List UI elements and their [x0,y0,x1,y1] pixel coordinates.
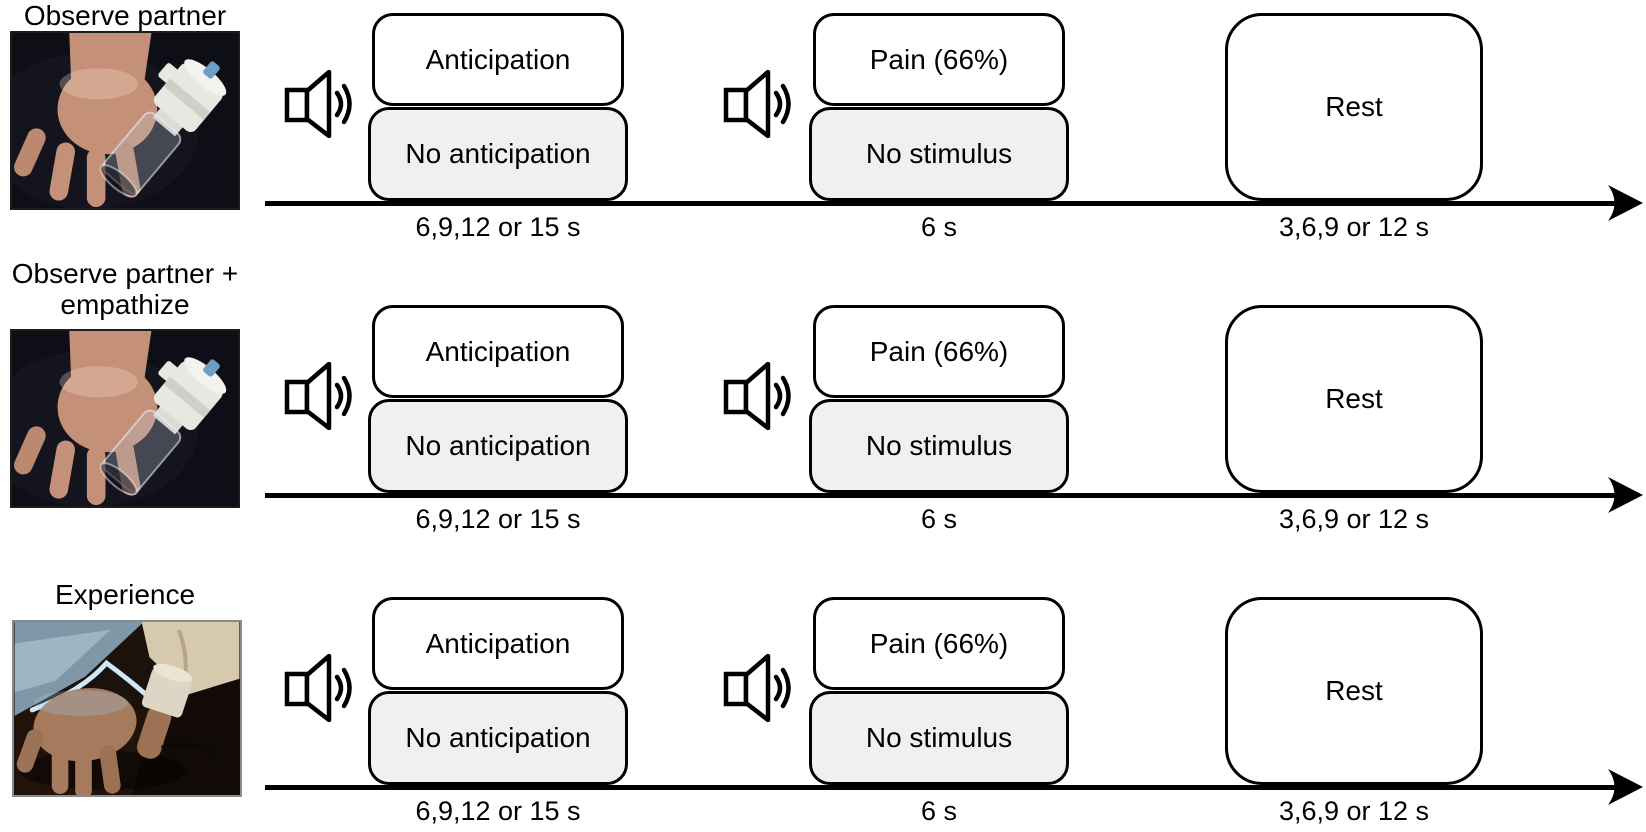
speaker-icon [723,654,791,722]
condition-label-line1: Observe partner + [11,258,239,289]
stimulus-duration-label: 6 s [920,796,958,826]
no-stimulus-box: No stimulus [809,107,1069,201]
hand-with-pain-cuff-illustration [14,622,240,795]
rest-duration-label: 3,6,9 or 12 s [1278,504,1430,534]
timeline-line [265,785,1615,790]
anticipation-duration-label: 6,9,12 or 15 s [415,796,581,826]
rest-duration-label: 3,6,9 or 12 s [1278,212,1430,242]
pain-box: Pain (66%) [813,305,1065,398]
anticipation-box: Anticipation [372,597,624,690]
no-stimulus-box: No stimulus [809,399,1069,493]
anticipation-duration-label: 6,9,12 or 15 s [415,504,581,534]
speaker-icon [284,70,352,138]
hand-with-pressure-device-illustration [12,33,238,208]
condition-label: Observe partner + empathize [0,258,250,320]
rest-box: Rest [1225,597,1483,785]
hand-with-pressure-device-illustration [12,331,238,506]
anticipation-box: Anticipation [372,305,624,398]
rest-box: Rest [1225,305,1483,493]
timeline-arrowhead [1608,185,1643,221]
condition-row-experience: Experience [0,579,1646,832]
condition-label: Observe partner [0,0,250,31]
condition-label: Experience [0,579,250,610]
stimulus-duration-label: 6 s [920,504,958,534]
no-anticipation-box: No anticipation [368,107,628,201]
own-hand-photo [12,620,242,797]
condition-label-line1: Observe partner [23,0,227,31]
condition-label-line1: Experience [54,579,196,610]
no-stimulus-box: No stimulus [809,691,1069,785]
partner-hand-photo [10,31,240,210]
speaker-icon [284,654,352,722]
condition-row-observe-partner-empathize: Observe partner + empathize [0,258,1646,542]
rest-duration-label: 3,6,9 or 12 s [1278,796,1430,826]
speaker-icon [723,70,791,138]
timeline-arrowhead [1608,477,1643,513]
anticipation-duration-label: 6,9,12 or 15 s [415,212,581,242]
rest-box: Rest [1225,13,1483,201]
partner-hand-photo [10,329,240,508]
pain-box: Pain (66%) [813,13,1065,106]
speaker-icon [284,362,352,430]
anticipation-box: Anticipation [372,13,624,106]
no-anticipation-box: No anticipation [368,691,628,785]
no-anticipation-box: No anticipation [368,399,628,493]
stimulus-duration-label: 6 s [920,212,958,242]
condition-row-observe-partner: Observe partner [0,0,1646,250]
condition-label-line2: empathize [60,289,190,320]
timeline-line [265,493,1615,498]
timeline-arrowhead [1608,769,1643,805]
pain-box: Pain (66%) [813,597,1065,690]
speaker-icon [723,362,791,430]
timeline-line [265,201,1615,206]
